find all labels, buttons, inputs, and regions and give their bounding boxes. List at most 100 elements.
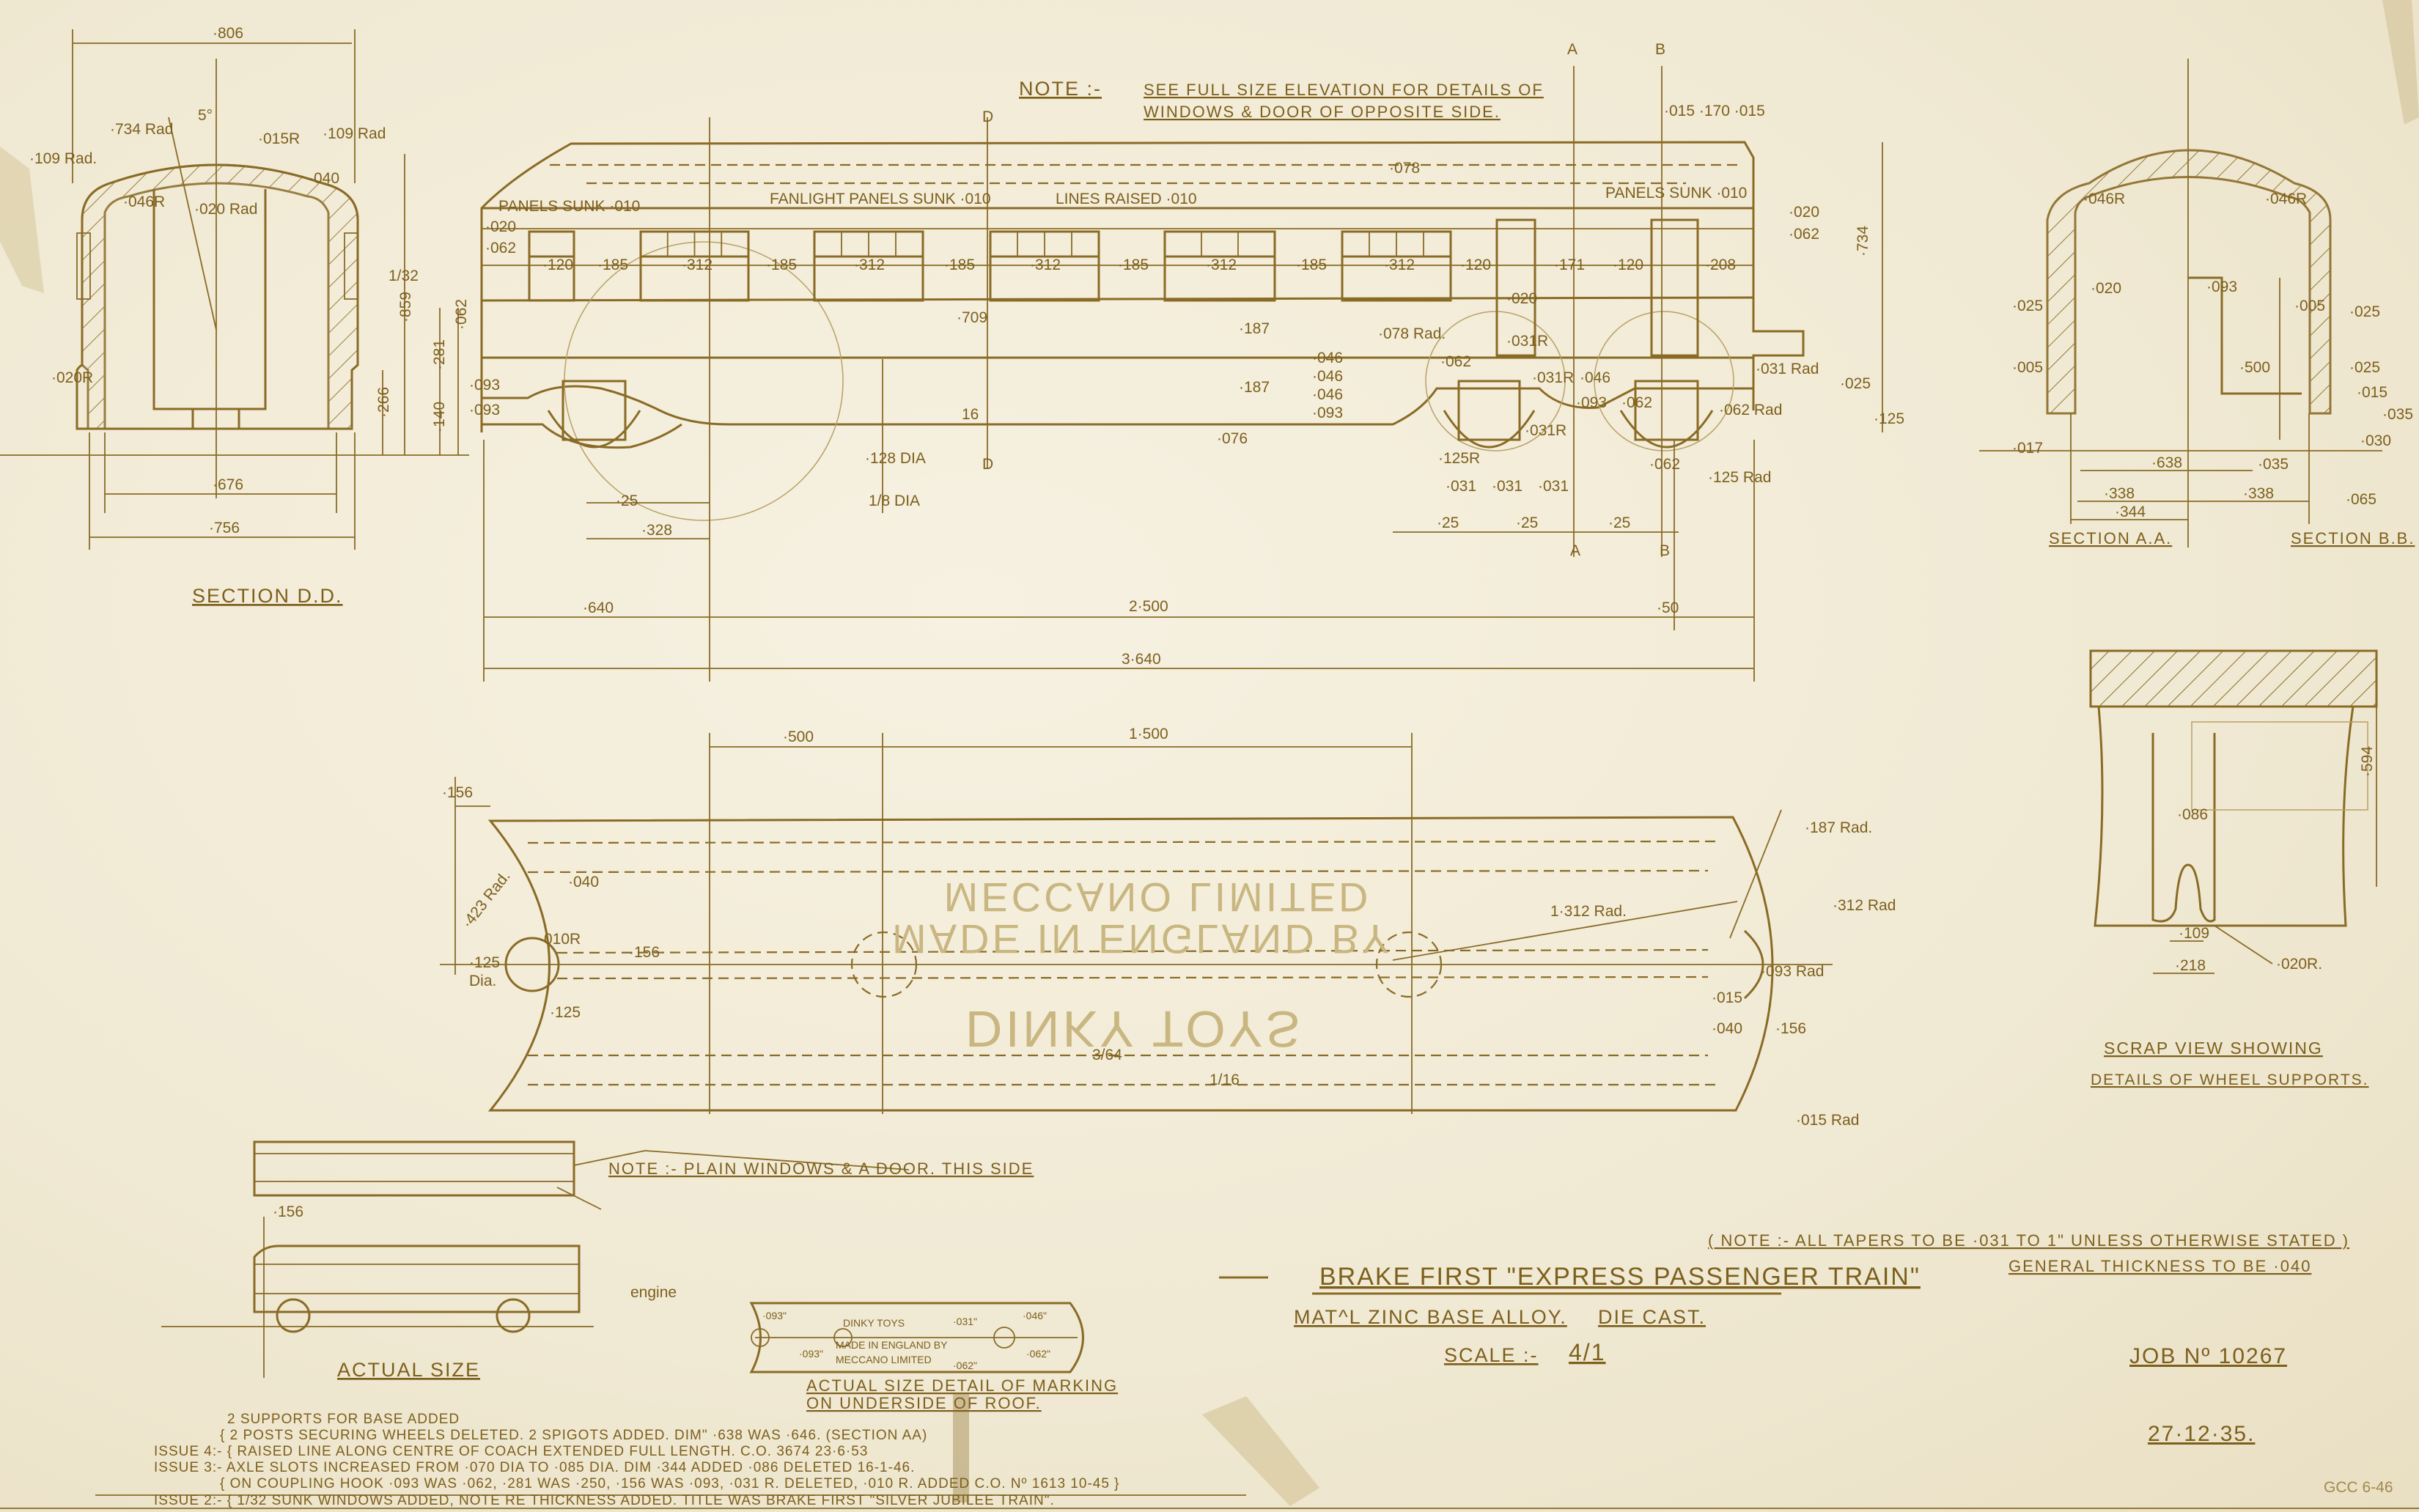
dimension-label: ·005 (2012, 359, 2043, 376)
dimension-label: ·756 (209, 520, 240, 536)
dimension-label: ·208 (1705, 257, 1736, 273)
dimension-label: ·031 Rad (1756, 361, 1819, 377)
dimension-label: ·25 (1437, 515, 1459, 531)
plan-view-underside (440, 733, 1833, 1114)
dimension-label: ·025 (2349, 359, 2380, 376)
dimension-label: ·312 (1384, 257, 1415, 273)
dimension-label: ·500 (2239, 359, 2270, 376)
dimension-label: engine (630, 1284, 677, 1301)
dimension-label: ·312 (682, 257, 713, 273)
dimension-label: ·312 Rad (1833, 897, 1896, 914)
dimension-label: ·015 (2357, 384, 2387, 401)
dimension-label: ·005 (2294, 298, 2325, 314)
process: DIE CAST. (1598, 1306, 1706, 1328)
section-aa-bb-view (1979, 59, 2382, 547)
issue-line: ISSUE 4:- { RAISED LINE ALONG CENTRE OF … (154, 1444, 868, 1459)
dimension-label: ·040 (1712, 1020, 1742, 1037)
dimension-label: ·638 (2151, 454, 2182, 471)
dimension-label: ·185 (1296, 257, 1327, 273)
material: MAT^L ZINC BASE ALLOY. (1294, 1306, 1567, 1328)
issue-history: 2 SUPPORTS FOR BASE ADDED { 2 POSTS SECU… (154, 1412, 1119, 1508)
dimension-label: ·025 (1840, 375, 1871, 392)
dimension-label: ·156 (629, 944, 660, 961)
dimension-label: ·046 (1312, 350, 1343, 366)
dimension-label: ·093" (762, 1310, 787, 1321)
dimension-label: ·156 (442, 784, 473, 801)
coach-door (1495, 218, 1536, 357)
section-dd-title: SECTION D.D. (192, 585, 343, 607)
issue-line: 2 SUPPORTS FOR BASE ADDED (227, 1412, 460, 1427)
section-bb-title: SECTION B.B. (2291, 529, 2415, 547)
dimension-label: ·046" (1023, 1310, 1047, 1321)
dimension-label: ·062 (1440, 353, 1471, 370)
dimension-label: 3/64 (1092, 1047, 1122, 1063)
dimension-label: ·25 (616, 493, 638, 509)
top-note-line2: WINDOWS & DOOR OF OPPOSITE SIDE. (1144, 103, 1501, 121)
dimension-label: ·125 (1874, 410, 1904, 427)
marking-detail-view (749, 1302, 1084, 1373)
dimension-label: ·062 (1649, 456, 1680, 473)
dimension-label: ·125 (469, 954, 500, 971)
dimension-label: 1·500 (1129, 726, 1168, 742)
dimension-label: ·093" (799, 1348, 823, 1360)
dimension-label: ·031 (1492, 478, 1523, 495)
dimension-label: ·281 (431, 339, 448, 370)
dimension-label: ·020 (485, 218, 516, 235)
drawing-title: BRAKE FIRST "EXPRESS PASSENGER TRAIN" (1319, 1263, 1921, 1291)
dimension-label: ·031" (953, 1316, 977, 1327)
dimension-label: ·020 (2091, 280, 2121, 297)
dimension-label: ·031 (1446, 478, 1476, 495)
dimension-label: ·046R (2083, 191, 2125, 207)
dimension-label: ·046 (1312, 368, 1343, 385)
dimension-label: ·062 (485, 240, 516, 257)
coach-window (639, 230, 750, 302)
dimension-label: ·187 (1239, 379, 1270, 396)
coach-window (813, 230, 924, 302)
dimension-label: ·109 Rad (323, 125, 386, 142)
dimension-label: ·266 (375, 387, 392, 418)
dimension-label: ·594 (2359, 746, 2376, 777)
dimension-label: ·156 (273, 1203, 303, 1220)
dimension-label: ·125 (550, 1004, 581, 1021)
dimension-label: 3·640 (1122, 651, 1161, 668)
dimension-label: ·344 (2115, 504, 2146, 520)
dimension-label: D (982, 456, 993, 473)
dimension-label: 5° (198, 107, 213, 124)
dimension-label: ·020R (51, 369, 93, 386)
top-note-label: NOTE :- (1019, 78, 1102, 100)
scale-value: 4/1 (1569, 1339, 1605, 1365)
dimension-label: ·062 Rad (1719, 402, 1782, 418)
dimension-label: ·020 (1506, 290, 1537, 307)
dimension-label: ·109 (2179, 925, 2209, 942)
issue-line: { 2 POSTS SECURING WHEELS DELETED. 2 SPI… (220, 1428, 927, 1443)
dimension-label: ·185 (597, 257, 628, 273)
dimension-label: Dia. (469, 973, 496, 989)
dimension-label: ·859 (397, 292, 414, 322)
dimension-label: ·312 (854, 257, 885, 273)
dimension-label: ·093 (469, 402, 500, 418)
dimension-label: A (1567, 41, 1577, 58)
coach-window (989, 230, 1100, 302)
dimension-label: ·025 (2012, 298, 2043, 314)
dimension-label: ·031 (1538, 478, 1569, 495)
dimension-label: B (1655, 41, 1665, 58)
dimension-label: D (982, 108, 993, 125)
dimension-label: MADE IN ENGLAND BY (836, 1339, 948, 1351)
job-number: JOB Nº 10267 (2129, 1344, 2287, 1368)
dimension-label: ·500 (783, 729, 814, 745)
dimension-label: ·312 (1206, 257, 1237, 273)
coach-window (1341, 230, 1452, 302)
small-side-view-actual-size (161, 1217, 594, 1378)
dimension-label: ·015R (258, 130, 300, 147)
dimension-label: ·020R. (2276, 956, 2322, 973)
dimension-label: ·062" (1026, 1348, 1050, 1360)
dimension-label: ·218 (2175, 957, 2206, 974)
dimension-label: 1·312 Rad. (1550, 903, 1627, 920)
dimension-label: ·017 (2012, 440, 2043, 457)
dimension-label: ·031R (1525, 422, 1566, 439)
dimension-label: ·093 (2206, 279, 2237, 295)
embossed-text: MADE IN ENGLAND BY (892, 916, 1392, 962)
side-elevation-view (480, 66, 1883, 682)
